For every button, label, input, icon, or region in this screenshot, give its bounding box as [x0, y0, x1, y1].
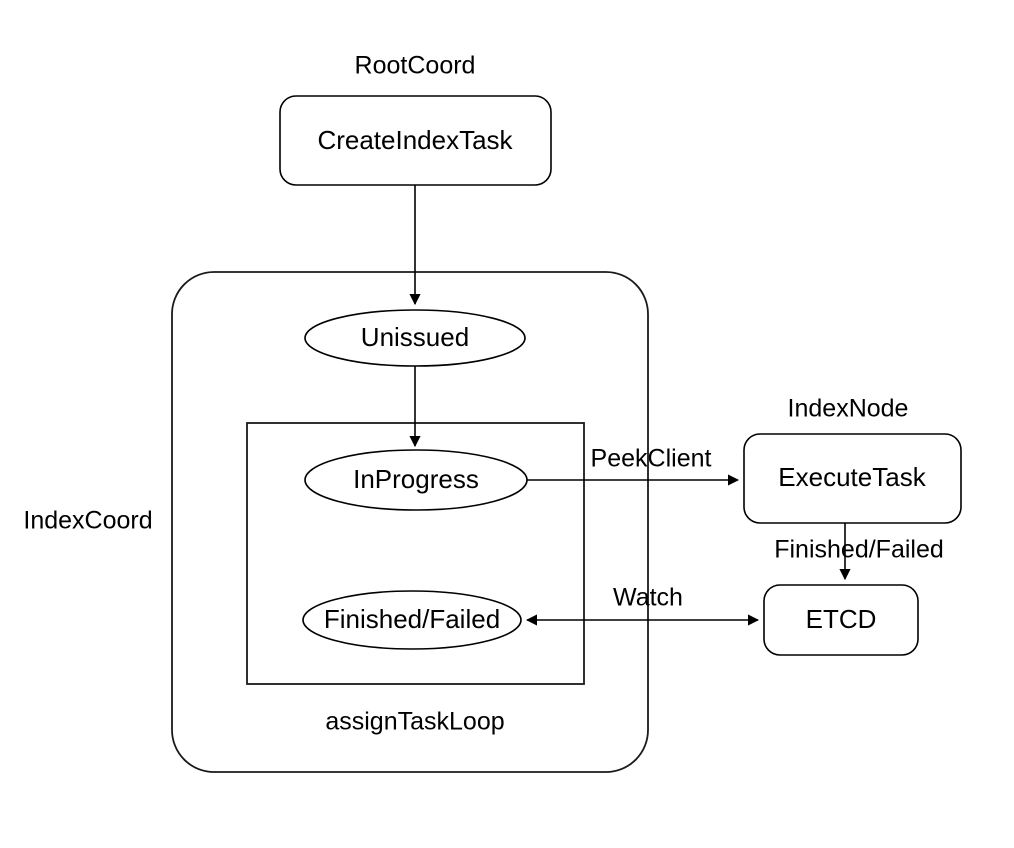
edge-executetask-to-etcd: Finished/Failed	[774, 523, 944, 581]
create-index-task-shape[interactable]	[279, 95, 552, 186]
unissued-shape[interactable]	[304, 309, 526, 367]
node-execute-task[interactable]: ExecuteTask	[743, 433, 962, 524]
assign-task-loop-label: assignTaskLoop	[325, 708, 504, 736]
index-node-label: IndexNode	[788, 395, 909, 423]
node-in-progress[interactable]: InProgress	[304, 449, 528, 511]
edge-label-watch: Watch	[613, 584, 683, 612]
finished-failed-label: Finished/Failed	[324, 604, 500, 634]
create-index-task-label: CreateIndexTask	[317, 125, 513, 155]
edge-etcd-to-finishedfailed: Watch	[525, 584, 760, 626]
edge-label-finished-failed: Finished/Failed	[774, 536, 944, 564]
finished-failed-shape[interactable]	[302, 590, 522, 650]
root-coord-label: RootCoord	[355, 52, 476, 80]
node-unissued[interactable]: Unissued	[304, 309, 526, 367]
in-progress-shape[interactable]	[304, 449, 528, 511]
execute-task-shape[interactable]	[743, 433, 962, 524]
unissued-label: Unissued	[361, 322, 469, 352]
node-finished-failed[interactable]: Finished/Failed	[302, 590, 522, 650]
index-coord-label: IndexCoord	[23, 507, 152, 535]
execute-task-label: ExecuteTask	[778, 462, 926, 492]
in-progress-label: InProgress	[353, 464, 479, 494]
node-create-index-task[interactable]: CreateIndexTask	[279, 95, 552, 186]
group-index-coord: IndexCoord	[23, 271, 649, 773]
node-etcd[interactable]: ETCD	[763, 584, 919, 656]
etcd-label: ETCD	[806, 604, 877, 634]
index-coord-boundary	[171, 271, 649, 773]
etcd-shape[interactable]	[763, 584, 919, 656]
edge-label-peekclient: PeekClient	[591, 445, 712, 473]
edge-inprogress-to-executetask: PeekClient	[527, 445, 740, 486]
